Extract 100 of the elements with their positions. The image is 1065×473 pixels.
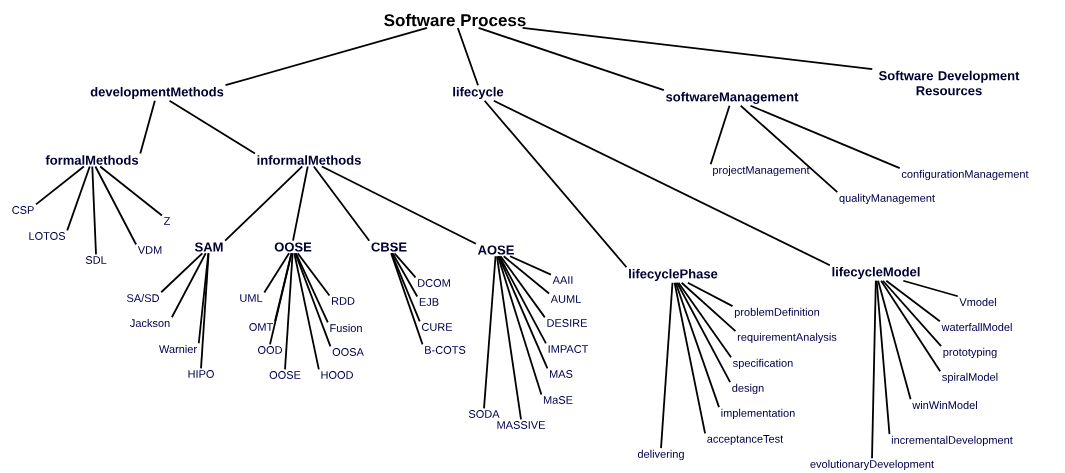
- category-label: AOSE: [477, 245, 514, 255]
- leaf-label: MAS: [550, 370, 573, 378]
- tree-line: [498, 255, 547, 345]
- leaf-label: DCOM: [418, 279, 450, 287]
- leaf-label: winWinModel: [912, 400, 977, 410]
- leaf-label: design: [732, 383, 764, 395]
- leaf-label: Warnier: [159, 344, 197, 354]
- tree-line: [660, 281, 674, 450]
- leaf-label: waterfallModel: [941, 322, 1012, 332]
- tree-line: [492, 99, 831, 267]
- leaf-label: UML: [240, 294, 263, 302]
- tree-line: [197, 252, 210, 345]
- tree-line: [35, 165, 85, 206]
- leaf-label: Z: [164, 217, 170, 225]
- leaf-label: SODA: [468, 410, 500, 418]
- leaf-label: implementation: [721, 408, 795, 420]
- leaf-label: RDD: [332, 297, 355, 305]
- leaf-label: CURE: [422, 323, 453, 331]
- leaf-label: problemDefinition: [734, 307, 820, 319]
- tree-line: [502, 255, 550, 295]
- tree-line: [871, 279, 877, 460]
- category-label: informalMethods: [257, 155, 361, 165]
- leaf-label: LOTOS: [29, 232, 66, 240]
- leaf-label: Vmodel: [959, 297, 996, 307]
- tree-line: [224, 165, 304, 242]
- leaf-label: OOD: [258, 346, 282, 354]
- category-label: softwareManagement: [666, 91, 799, 105]
- title-label: Software Process: [384, 13, 526, 27]
- category-label: SAM: [194, 242, 223, 252]
- leaf-label: OOSE: [269, 371, 301, 379]
- tree-line: [293, 252, 320, 371]
- leaf-label: AAII: [552, 276, 573, 284]
- tree-line: [875, 279, 891, 436]
- tree-line: [496, 255, 522, 421]
- leaf-label: qualityManagement: [839, 193, 935, 205]
- tree-line: [312, 165, 371, 242]
- leaf-label: specification: [733, 358, 793, 370]
- leaf-label: acceptanceTest: [707, 435, 784, 445]
- tree-line: [739, 104, 839, 194]
- leaf-label: Jackson: [130, 318, 170, 328]
- tree-line: [390, 252, 424, 346]
- leaf-label: EJB: [419, 298, 439, 306]
- tree-line: [902, 279, 959, 298]
- tree-line: [294, 252, 332, 348]
- tree-line: [91, 165, 97, 256]
- tree-line: [497, 255, 543, 396]
- tree-line: [877, 279, 912, 401]
- tree-line: [321, 165, 477, 245]
- leaf-label: VDM: [137, 246, 162, 254]
- tree-line: [269, 252, 293, 346]
- tree-line: [749, 104, 901, 170]
- leaf-label: B-COTS: [425, 346, 466, 354]
- category-label: lifecycleModel: [832, 266, 920, 280]
- tree-line: [200, 252, 210, 370]
- leaf-label: spiralModel: [942, 372, 998, 384]
- tree-line: [456, 27, 479, 87]
- tree-line: [677, 281, 732, 359]
- tree-line: [263, 252, 290, 294]
- leaf-label: MASSIVE: [497, 421, 545, 429]
- tree-line: [160, 252, 204, 294]
- tree-line: [99, 165, 163, 217]
- tree-line: [674, 281, 720, 409]
- leaf-label: prototyping: [943, 347, 997, 359]
- tree-line: [295, 252, 329, 324]
- tree-line: [393, 252, 417, 279]
- tree-line: [168, 99, 256, 155]
- tree-line: [497, 255, 549, 370]
- category-label: OOSE: [274, 242, 312, 252]
- tree-line: [66, 165, 91, 232]
- category-label: developmentMethods: [90, 86, 224, 100]
- tree-line: [509, 255, 552, 276]
- tree-line: [880, 279, 942, 373]
- tree-line: [882, 279, 942, 348]
- leaf-label: SA/SD: [127, 293, 159, 303]
- tree-line: [274, 252, 293, 323]
- leaf-label: evolutionaryDevelopment: [810, 459, 934, 471]
- tree-line: [284, 252, 294, 371]
- leaf-label: CSP: [12, 206, 34, 214]
- tree-line: [676, 281, 731, 384]
- leaf-label: HIPO: [188, 370, 214, 378]
- tree-line: [171, 252, 207, 319]
- leaf-label: HOOD: [321, 371, 353, 379]
- tree-line: [521, 27, 874, 70]
- tree-line: [483, 255, 497, 410]
- tree-line: [391, 252, 419, 298]
- tree-line: [686, 281, 734, 308]
- leaf-label: requirementAnalysis: [737, 332, 837, 344]
- leaf-label: delivering: [637, 449, 684, 461]
- tree-line: [673, 281, 706, 435]
- leaf-label: DESIRE: [547, 319, 587, 327]
- leaf-label: OMT: [249, 323, 273, 331]
- tree-line: [477, 27, 665, 92]
- leaf-label: AUML: [550, 295, 581, 303]
- tree-line: [390, 252, 421, 323]
- category-label: formalMethods: [45, 155, 139, 165]
- tree-line: [94, 165, 137, 246]
- tree-line: [483, 99, 628, 269]
- leaf-label: configurationManagement: [901, 169, 1029, 181]
- tree-line: [139, 99, 156, 155]
- tree-line: [499, 255, 546, 319]
